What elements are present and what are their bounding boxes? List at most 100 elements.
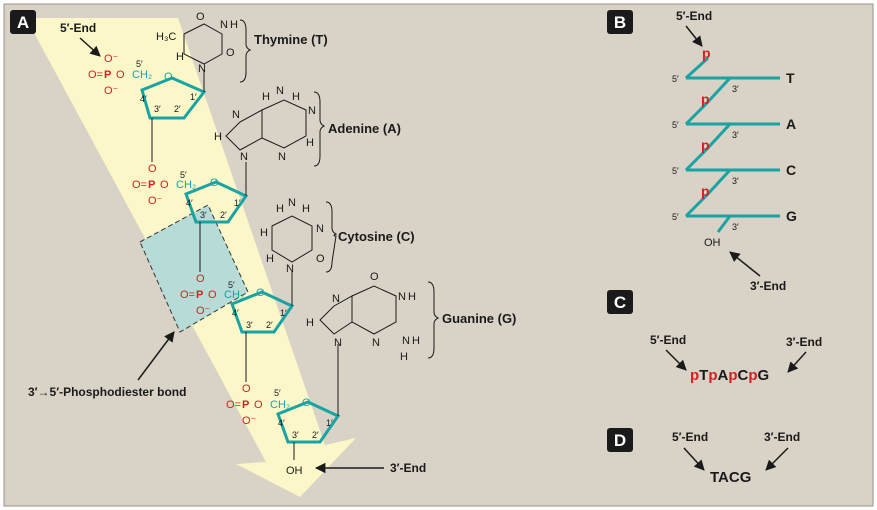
svg-text:3′: 3′: [732, 176, 739, 186]
sugar-2: O 4′ 3′ 2′ 1′: [184, 162, 249, 272]
svg-text:O⁻: O⁻: [104, 53, 119, 65]
panel-a-three-end: 3′-End: [390, 461, 426, 475]
adenine-brace: [313, 91, 326, 167]
svg-text:O: O: [164, 71, 173, 83]
svg-text:N: N: [288, 197, 296, 209]
svg-text:5′: 5′: [672, 212, 679, 222]
svg-text:N: N: [402, 335, 410, 347]
panel-b-phosphates: p p p p: [701, 45, 711, 199]
svg-text:N: N: [198, 63, 206, 75]
svg-text:H: H: [292, 91, 300, 103]
svg-text:H: H: [302, 203, 310, 215]
svg-text:O⁻: O⁻: [148, 195, 163, 207]
svg-text:O: O: [210, 177, 219, 189]
panel-d-sequence: TACG: [710, 469, 751, 486]
svg-text:T: T: [786, 70, 795, 86]
svg-text:1′: 1′: [234, 198, 241, 208]
seq-phosphate-3: p: [728, 367, 737, 384]
svg-text:O: O: [242, 383, 251, 395]
terminal-oh: OH: [286, 465, 303, 477]
svg-text:5′: 5′: [672, 74, 679, 84]
svg-text:P: P: [104, 69, 111, 81]
svg-text:H₃C: H₃C: [156, 31, 176, 43]
svg-text:N: N: [334, 337, 342, 349]
svg-text:O⁻: O⁻: [196, 305, 211, 317]
panel-c-three-end: 3′-End: [786, 335, 822, 349]
panel-d-five-end: 5′-End: [672, 430, 708, 444]
svg-text:5′: 5′: [274, 388, 281, 398]
svg-text:O=: O=: [132, 179, 147, 191]
svg-text:H: H: [266, 253, 274, 265]
seq-base-t: T: [699, 367, 708, 384]
svg-text:N: N: [316, 223, 324, 235]
panel-b-three-end: 3′-End: [750, 279, 786, 293]
svg-text:N: N: [220, 19, 228, 31]
panel-b-primes: 5′ 3′ 5′ 3′ 5′ 3′ 5′ 3′: [672, 74, 739, 232]
svg-text:O⁻: O⁻: [104, 85, 119, 97]
svg-text:O: O: [208, 289, 217, 301]
panel-c-sequence: pTpApCpG: [690, 367, 769, 384]
svg-text:G: G: [786, 208, 797, 224]
svg-text:C: C: [786, 162, 796, 178]
svg-text:5′: 5′: [228, 280, 235, 290]
svg-text:O=: O=: [180, 289, 195, 301]
svg-text:N: N: [332, 293, 340, 305]
svg-text:2′: 2′: [266, 320, 273, 330]
seq-phosphate-1: p: [690, 367, 699, 384]
panel-d: D 5′-End 3′-End TACG: [607, 428, 800, 486]
svg-text:O: O: [196, 273, 205, 285]
svg-text:2′: 2′: [220, 210, 227, 220]
svg-text:4′: 4′: [232, 308, 239, 318]
svg-text:3′: 3′: [732, 84, 739, 94]
svg-text:O=: O=: [226, 399, 241, 411]
svg-text:O⁻: O⁻: [242, 415, 257, 427]
panel-b-three-end-arrow: [729, 251, 761, 277]
panel-a-five-end: 5′-End: [60, 21, 96, 35]
svg-text:O: O: [160, 179, 169, 191]
svg-text:H: H: [176, 51, 184, 63]
svg-text:N: N: [286, 263, 294, 275]
svg-text:3′: 3′: [732, 130, 739, 140]
panel-a-five-end-arrow: [79, 37, 101, 57]
panel-a-label: A: [17, 13, 29, 32]
svg-text:H: H: [262, 91, 270, 103]
panel-b-five-end-arrow: [685, 25, 703, 47]
svg-text:O: O: [370, 271, 379, 283]
panel-b-label-box: [607, 10, 633, 34]
svg-text:1′: 1′: [190, 92, 197, 102]
adenine-base: H N H N N H H N N: [214, 85, 316, 163]
panel-a-label-box: [10, 10, 36, 34]
sugar-4: O 4′ 3′ 2′ 1′: [276, 344, 341, 460]
seq-base-g: G: [758, 367, 770, 384]
phosphate-group-4: O O= P O O⁻ CH₂ 5′: [226, 383, 290, 427]
guanine-brace: [427, 281, 440, 359]
cytosine-base: H N H H N H O N: [260, 197, 325, 275]
svg-text:P: P: [196, 289, 203, 301]
base-name-guanine: Guanine (G): [442, 311, 516, 326]
svg-text:p: p: [701, 137, 710, 153]
svg-text:O: O: [256, 287, 265, 299]
svg-text:4′: 4′: [140, 94, 147, 104]
seq-phosphate-2: p: [708, 367, 717, 384]
base-name-thymine: Thymine (T): [254, 32, 328, 47]
svg-text:H: H: [260, 227, 268, 239]
svg-text:N: N: [398, 291, 406, 303]
svg-text:O: O: [302, 397, 311, 409]
panel-c: C 5′-End 3′-End pTpApCpG: [607, 290, 822, 384]
svg-text:5′: 5′: [672, 166, 679, 176]
svg-text:O: O: [196, 11, 205, 23]
svg-text:H: H: [276, 203, 284, 215]
svg-text:O: O: [116, 69, 125, 81]
panel-c-three-end-arrow: [787, 351, 807, 373]
svg-text:H: H: [230, 19, 238, 31]
panel-c-five-end-arrow: [665, 349, 687, 371]
svg-text:P: P: [148, 179, 155, 191]
svg-text:2′: 2′: [312, 430, 319, 440]
svg-text:4′: 4′: [186, 198, 193, 208]
svg-text:N: N: [240, 151, 248, 163]
svg-text:1′: 1′: [280, 308, 287, 318]
svg-text:O: O: [226, 47, 235, 59]
svg-text:N: N: [278, 151, 286, 163]
svg-text:O=: O=: [88, 69, 103, 81]
